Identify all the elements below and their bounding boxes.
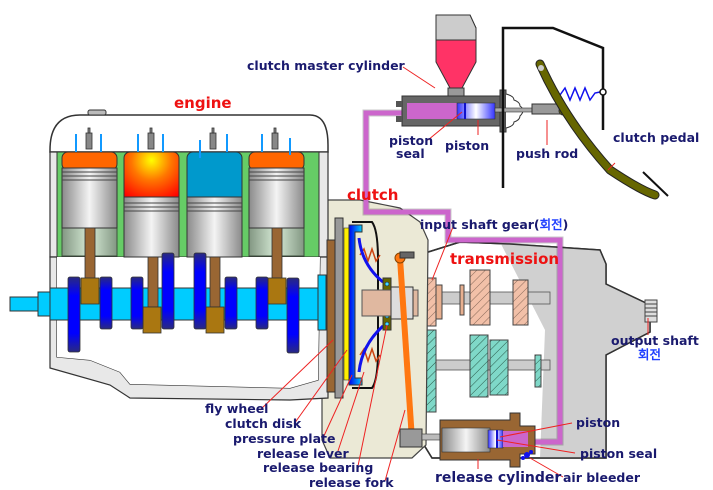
output-shaft xyxy=(644,299,658,323)
label-release-lever: release lever xyxy=(257,446,349,461)
label-release-cylinder: release cylinder xyxy=(435,470,561,486)
clutch-master-cylinder xyxy=(396,14,568,133)
label-pressure-plate: pressure plate xyxy=(233,431,335,446)
air-bleeder-icon xyxy=(521,450,533,460)
release-fork xyxy=(397,257,415,441)
label-clutch-pedal: clutch pedal xyxy=(613,130,699,145)
pressure-plate xyxy=(348,224,363,386)
label-fly-wheel: fly wheel xyxy=(205,401,268,416)
engine-title: engine xyxy=(174,94,232,112)
spark-plugs xyxy=(85,127,279,150)
label-clutch-master-cylinder: clutch master cylinder xyxy=(247,58,406,73)
label-input-shaft-gear: input shaft gear(회전) xyxy=(420,217,568,232)
label-input-shaft-gear-text: input shaft gear( xyxy=(420,217,540,232)
clutch-pedal-assembly xyxy=(501,26,669,200)
label-piston-seal-top-1: piston xyxy=(389,133,433,148)
label-release-bearing: release bearing xyxy=(263,460,373,475)
leader-lines xyxy=(259,66,649,482)
label-output-shaft-kr: 회전 xyxy=(638,347,661,362)
crank-webs xyxy=(67,252,300,354)
label-input-shaft-gear-kr: 회전 xyxy=(540,217,563,232)
label-output-shaft: output shaft xyxy=(611,333,699,348)
label-release-fork: release fork xyxy=(309,475,394,490)
release-cylinder-assembly xyxy=(399,412,536,468)
release-lever xyxy=(357,237,384,284)
valves xyxy=(75,134,291,158)
label-input-shaft-gear-close: ) xyxy=(563,217,569,232)
label-clutch-disk: clutch disk xyxy=(225,416,302,431)
label-piston-bottom: piston xyxy=(576,415,620,430)
transmission-title: transmission xyxy=(450,250,559,268)
clutch-assembly xyxy=(326,217,419,441)
clutch-disk xyxy=(343,227,350,381)
label-air-bleeder: air bleeder xyxy=(563,470,641,485)
engine xyxy=(9,109,329,401)
label-piston-seal-top-2: seal xyxy=(396,146,425,161)
clutch-title: clutch xyxy=(347,186,398,204)
cylinder-3 xyxy=(186,151,243,258)
label-push-rod: push rod xyxy=(516,146,578,161)
spring xyxy=(559,86,601,102)
label-piston-top: piston xyxy=(445,138,489,153)
label-piston-seal-bottom: piston seal xyxy=(580,446,657,461)
crank-pins xyxy=(80,277,287,334)
cylinder-2 xyxy=(123,151,180,258)
cylinder-1 xyxy=(61,151,118,257)
